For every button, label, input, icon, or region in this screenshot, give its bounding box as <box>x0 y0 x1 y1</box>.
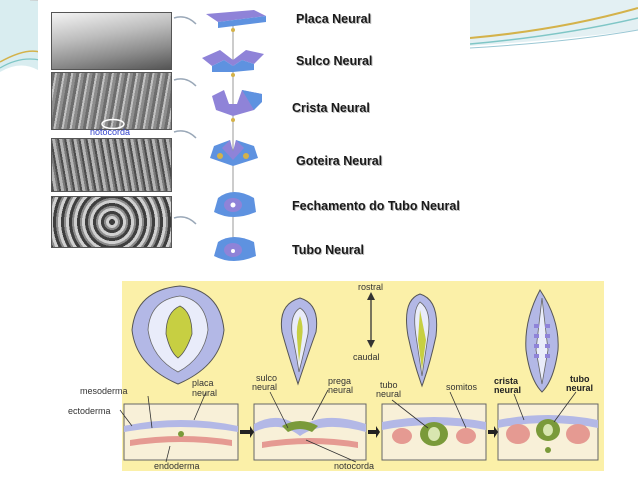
stage-label-crista-neural: Crista Neural <box>292 101 370 115</box>
stage-label-tubo-neural: Tubo Neural <box>292 243 364 257</box>
placa-neural-drawing <box>206 10 266 32</box>
cross-section-arrows <box>240 426 498 438</box>
somitos-label: somitos <box>446 382 478 392</box>
mesoderma-label: mesoderma <box>80 386 128 396</box>
tubo-neural-b-label-2: neural <box>566 383 593 393</box>
stage-label-sulco-neural: Sulco Neural <box>296 54 373 68</box>
stage-label-placa-neural: Placa Neural <box>296 12 372 26</box>
sulco-neural-label-1: sulco <box>256 373 277 383</box>
rostral-label: rostral <box>358 282 383 292</box>
tubo-neural-a-label-2: neural <box>376 389 401 399</box>
embryo-development-diagram: rostral caudal placa neural sulco neural… <box>68 281 604 471</box>
sulco-neural-drawing <box>202 50 264 77</box>
neural-stage-drawings <box>202 10 266 261</box>
micrograph-sulco <box>51 72 172 130</box>
micrograph-arrows <box>173 16 197 225</box>
crista-neural-drawing <box>212 90 262 122</box>
tubo-neural-drawing <box>214 237 256 261</box>
prega-neural-label-1: prega <box>328 376 351 386</box>
rostral-caudal-axis <box>367 292 375 348</box>
cross-section-1 <box>123 403 239 461</box>
notocorda-micro-label: notocorda <box>90 127 131 137</box>
tubo-neural-b-label-1: tubo <box>570 374 590 384</box>
cross-section-4 <box>497 403 599 461</box>
embryo-dorsal-view-3 <box>406 293 438 388</box>
goteira-neural-drawing <box>210 140 258 166</box>
prega-neural-label-2: neural <box>328 385 353 395</box>
notocorda-label: notocorda <box>334 461 374 471</box>
cross-section-2 <box>253 403 367 461</box>
micrograph-tubo <box>51 196 172 248</box>
embryo-dorsal-view-2 <box>280 297 318 386</box>
cross-section-3 <box>381 403 487 461</box>
micrograph-crista <box>51 138 172 192</box>
endoderma-label: endoderma <box>154 461 200 471</box>
crista-neural-label-1: crista <box>494 376 519 386</box>
ectoderma-label: ectoderma <box>68 406 111 416</box>
embryo-dorsal-view-1 <box>131 285 225 385</box>
notocorda-ring-micro <box>101 118 125 130</box>
placa-neural-label-1: placa <box>192 378 214 388</box>
micrograph-placa <box>51 12 172 70</box>
sulco-neural-label-2: neural <box>252 382 277 392</box>
tubo-neural-a-label-1: tubo <box>380 380 398 390</box>
fechamento-tubo-drawing <box>214 192 256 217</box>
embryo-dorsal-view-4 <box>525 289 559 393</box>
stage-label-fechamento-tubo: Fechamento do Tubo Neural <box>292 199 460 213</box>
caudal-label: caudal <box>353 352 380 362</box>
crista-neural-label-2: neural <box>494 385 521 395</box>
stage-label-goteira-neural: Goteira Neural <box>296 154 383 168</box>
placa-neural-label-2: neural <box>192 388 217 398</box>
